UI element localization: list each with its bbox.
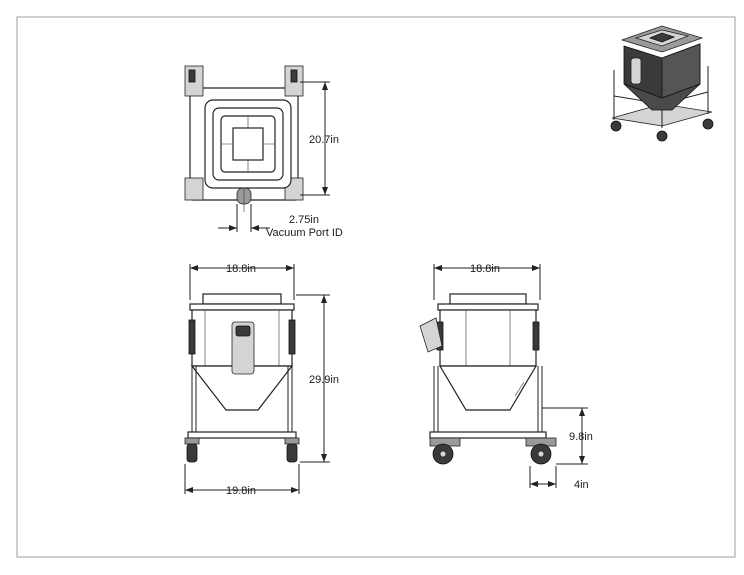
dim-front-base: 19.8in bbox=[184, 464, 300, 497]
side-wheel-height-label: 9.8in bbox=[569, 431, 593, 443]
sheet-border bbox=[16, 16, 736, 558]
side-width-label: 18.8in bbox=[470, 263, 500, 275]
isometric-view bbox=[610, 25, 714, 142]
side-offset-label: 4in bbox=[574, 479, 589, 491]
dim-port: 2.75in Vacuum Port ID bbox=[218, 204, 343, 239]
dim-side-offset: 4in bbox=[529, 466, 589, 491]
dim-front-width: 18.8in bbox=[189, 263, 295, 300]
dim-side-wheel-height: 9.8in bbox=[542, 407, 593, 465]
front-height-label: 29.9in bbox=[309, 374, 339, 386]
dim-front-height: 29.9in bbox=[296, 294, 339, 463]
port-size-label: 2.75in bbox=[289, 214, 319, 226]
top-height-label: 20.7in bbox=[309, 134, 339, 146]
port-description-label: Vacuum Port ID bbox=[266, 227, 343, 239]
top-view bbox=[184, 65, 304, 212]
front-width-label: 18.8in bbox=[226, 263, 256, 275]
front-view bbox=[184, 293, 300, 463]
dim-top-height: 20.7in bbox=[300, 81, 339, 196]
dim-side-width: 18.8in bbox=[433, 263, 541, 300]
front-base-label: 19.8in bbox=[226, 485, 256, 497]
side-view bbox=[419, 293, 557, 465]
